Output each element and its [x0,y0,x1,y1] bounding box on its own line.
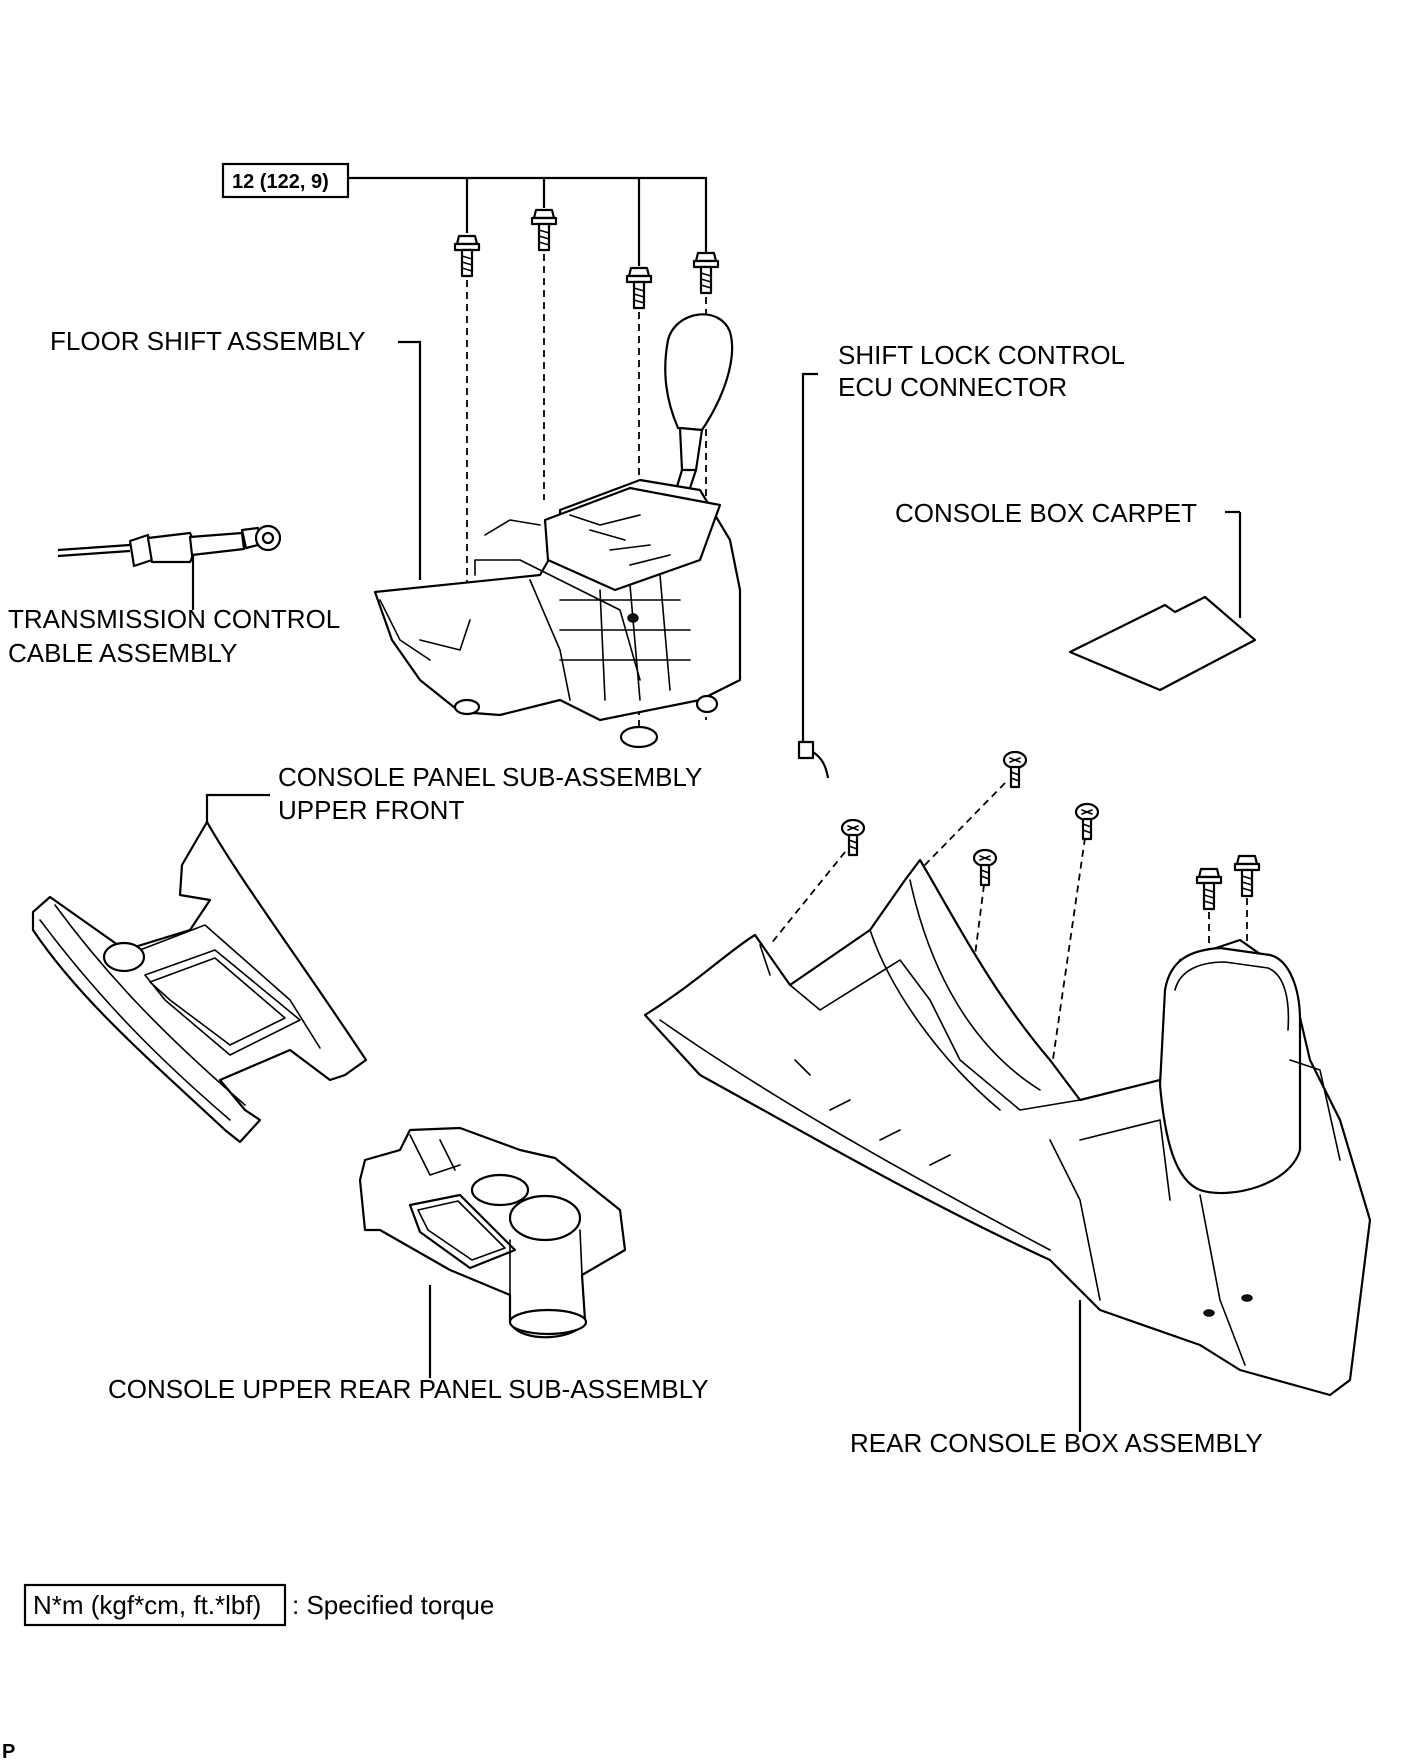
console-panel-upper-front [31,793,368,1144]
floor-shift-leader [398,340,422,580]
console-box-carpet [1068,510,1257,692]
transmission-control-cable [57,524,282,610]
label-shift-lock-line2: ECU CONNECTOR [838,372,1067,402]
label-panel-front-line2: UPPER FRONT [278,795,464,825]
label-floor-shift: FLOOR SHIFT ASSEMBLY [50,326,365,356]
label-shift-lock-line1: SHIFT LOCK CONTROL [838,340,1125,370]
label-transmission-line1: TRANSMISSION CONTROL [8,604,340,634]
label-console-carpet: CONSOLE BOX CARPET [895,498,1197,528]
torque-callout-text: 12 (122, 9) [232,171,329,193]
torque-legend: N*m (kgf*cm, ft.*lbf) : Specified torque [23,1583,494,1627]
floor-shift-assembly [373,313,742,749]
floor-shift-bolts [453,208,720,732]
rear-console-box [643,858,1372,1432]
corner-mark: P [2,1741,15,1763]
torque-callout: 12 (122, 9) [221,162,708,266]
label-rear-console-box: REAR CONSOLE BOX ASSEMBLY [850,1428,1263,1458]
shift-lock-connector [797,372,830,779]
label-upper-rear-panel: CONSOLE UPPER REAR PANEL SUB-ASSEMBLY [108,1374,709,1404]
label-panel-front-line1: CONSOLE PANEL SUB-ASSEMBLY [278,762,702,792]
label-transmission-line2: CABLE ASSEMBLY [8,638,237,668]
legend-unit-box: N*m (kgf*cm, ft.*lbf) [33,1590,261,1620]
console-upper-rear-panel [358,1126,627,1378]
legend-description: : Specified torque [292,1590,494,1620]
